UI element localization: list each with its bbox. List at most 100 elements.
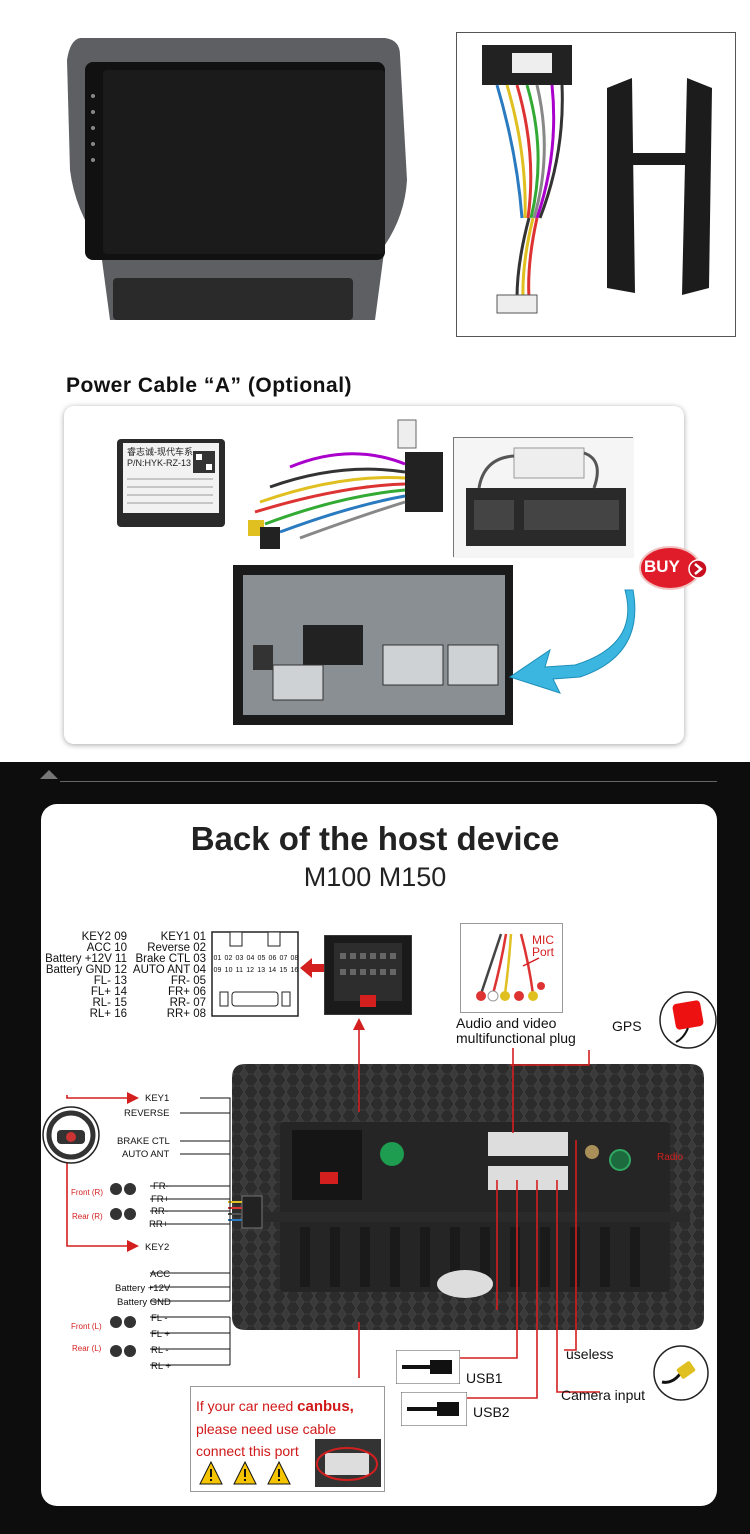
decoder-label-line2: P/N:HYK-RZ-13 xyxy=(127,458,192,468)
usb2-label: USB2 xyxy=(473,1404,510,1420)
pin-number: 02 xyxy=(224,955,233,962)
front-l-label: Front (L) xyxy=(71,1322,102,1331)
mic-port-label: MIC Port xyxy=(532,933,555,959)
decoder-label: 睿志诚-现代车系 P/N:HYK-RZ-13 xyxy=(127,447,193,469)
pin-label: RL+ 16 xyxy=(89,1008,127,1020)
wire-label-rl-plus: RL + xyxy=(151,1361,171,1372)
canbus-note-bold: canbus, xyxy=(297,1398,354,1415)
wire-label-fl-plus: FL + xyxy=(151,1329,170,1340)
head-unit-back-image xyxy=(233,565,513,725)
wire-label-rr-plus: RR+ xyxy=(149,1219,169,1230)
canbus-note-prefix: If your car need xyxy=(196,1398,298,1414)
wire-label-rr-minus: RR- xyxy=(151,1206,168,1217)
pin-number: 12 xyxy=(246,967,255,974)
wire-label-battery-gnd: Battery GND xyxy=(117,1297,171,1308)
power-cable-harness-photo xyxy=(248,419,443,549)
gps-label: GPS xyxy=(612,1018,642,1034)
key2-arrow-icon xyxy=(127,1240,139,1252)
wire-label-key1: KEY1 xyxy=(145,1093,170,1104)
pin-number: 13 xyxy=(257,967,266,974)
wire-label-reverse: REVERSE xyxy=(124,1108,170,1119)
wire-label-battery12: Battery +12V xyxy=(115,1283,171,1294)
canbus-note-box: If your car need canbus, please need use… xyxy=(190,1386,385,1492)
pin-label: Brake CTL 03 xyxy=(135,953,206,965)
harness-and-bracket-photo xyxy=(482,45,712,314)
pin-label: Reverse 02 xyxy=(147,942,206,954)
pin-label: AUTO ANT 04 xyxy=(132,964,206,976)
wire-label-auto-ant: AUTO ANT xyxy=(122,1149,170,1160)
host-device-back xyxy=(232,1064,704,1330)
warning-icon xyxy=(199,1461,223,1485)
diagram-title: Back of the host device xyxy=(190,820,560,857)
usb1-cable-icon xyxy=(396,1350,460,1384)
red-arrow-left-icon xyxy=(300,958,326,978)
av-plug-photo-frame xyxy=(460,923,563,1013)
pin-label: Battery GND 12 xyxy=(45,964,127,976)
key1-arrow-icon xyxy=(127,1092,139,1104)
av-plug-label: Audio and video multifunctional plug xyxy=(456,1015,576,1046)
wiring-lines xyxy=(66,1020,600,1399)
pin-label: FR+ 06 xyxy=(167,986,206,998)
pin-list-left: KEY2 09 ACC 10 Battery +12V 11 Battery G… xyxy=(42,931,127,1020)
wire-label-fl-minus: FL - xyxy=(151,1313,168,1324)
camera-rca-icon xyxy=(653,1345,709,1401)
steering-wheel-icon xyxy=(42,1106,100,1164)
wire-label-acc: ACC xyxy=(150,1269,171,1280)
pin-label: FL+ 14 xyxy=(90,986,127,998)
connector-pinout-diagram xyxy=(211,931,299,1017)
buy-label: BUY xyxy=(644,557,680,576)
radio-label: Radio xyxy=(657,1152,684,1163)
av-plug-photo xyxy=(476,933,545,1002)
connector-image xyxy=(454,438,634,558)
diagram-models: M100 M150 xyxy=(303,862,447,892)
triangle-marker-icon xyxy=(40,770,58,779)
pin-number: 08 xyxy=(290,955,299,962)
speaker-l-icon xyxy=(110,1316,136,1357)
pin-label: KEY1 01 xyxy=(160,931,206,943)
canbus-note-line2: please need use cable xyxy=(196,1421,337,1437)
pin-number: 11 xyxy=(235,967,244,974)
connector-closeup-photo xyxy=(453,437,634,558)
pin-grid-bottom: 09 10 11 12 13 14 15 16 xyxy=(212,967,300,974)
pin-number: 15 xyxy=(279,967,288,974)
pin-number: 09 xyxy=(213,967,222,974)
pin-number: 07 xyxy=(279,955,288,962)
buy-button[interactable]: BUY xyxy=(638,545,708,591)
pin-number: 01 xyxy=(213,955,222,962)
pin-number: 10 xyxy=(224,967,233,974)
useless-label: useless xyxy=(566,1346,614,1362)
wire-label-fr-minus: FR- xyxy=(153,1181,169,1192)
decoder-label-line1: 睿志诚-现代车系 xyxy=(127,447,193,457)
head-unit-back-photo xyxy=(233,565,513,725)
pin-label: FL- 13 xyxy=(93,975,127,987)
pin-label: ACC 10 xyxy=(86,942,127,954)
pin-label: RL- 15 xyxy=(92,997,127,1009)
rear-r-label: Rear (R) xyxy=(72,1212,103,1221)
pin-number: 03 xyxy=(235,955,244,962)
wire-label-key2: KEY2 xyxy=(145,1242,170,1253)
buy-badge-icon xyxy=(639,546,708,590)
canbus-note-text: If your car need canbus, please need use… xyxy=(196,1395,386,1462)
gps-antenna-icon xyxy=(659,991,717,1049)
pin-number: 16 xyxy=(290,967,299,974)
pin-label: RR- 07 xyxy=(169,997,206,1009)
canbus-note-line1: If your car need canbus, xyxy=(196,1395,386,1418)
warning-icon xyxy=(233,1461,257,1485)
wire-label-fr-plus: FR+ xyxy=(151,1194,170,1205)
main-connector-photo xyxy=(324,935,412,1015)
speaker-r-icon xyxy=(110,1183,136,1220)
front-r-label: Front (R) xyxy=(71,1188,103,1197)
pin-grid: 01 02 03 04 05 06 07 08 09 10 11 12 13 1… xyxy=(212,955,300,974)
usb2-cable-icon xyxy=(401,1392,467,1426)
warning-icon xyxy=(267,1461,291,1485)
divider-line xyxy=(60,781,717,782)
connector-up-arrow-icon xyxy=(353,1018,365,1030)
harness-photo-frame xyxy=(456,32,736,337)
usb1-label: USB1 xyxy=(466,1370,503,1386)
pin-label: FR- 05 xyxy=(170,975,206,987)
canbus-decoder-box xyxy=(117,439,225,527)
rear-l-label: Rear (L) xyxy=(72,1344,102,1353)
canbus-port-photo xyxy=(315,1439,381,1487)
pin-label: KEY2 09 xyxy=(81,931,127,943)
pin-number: 05 xyxy=(257,955,266,962)
